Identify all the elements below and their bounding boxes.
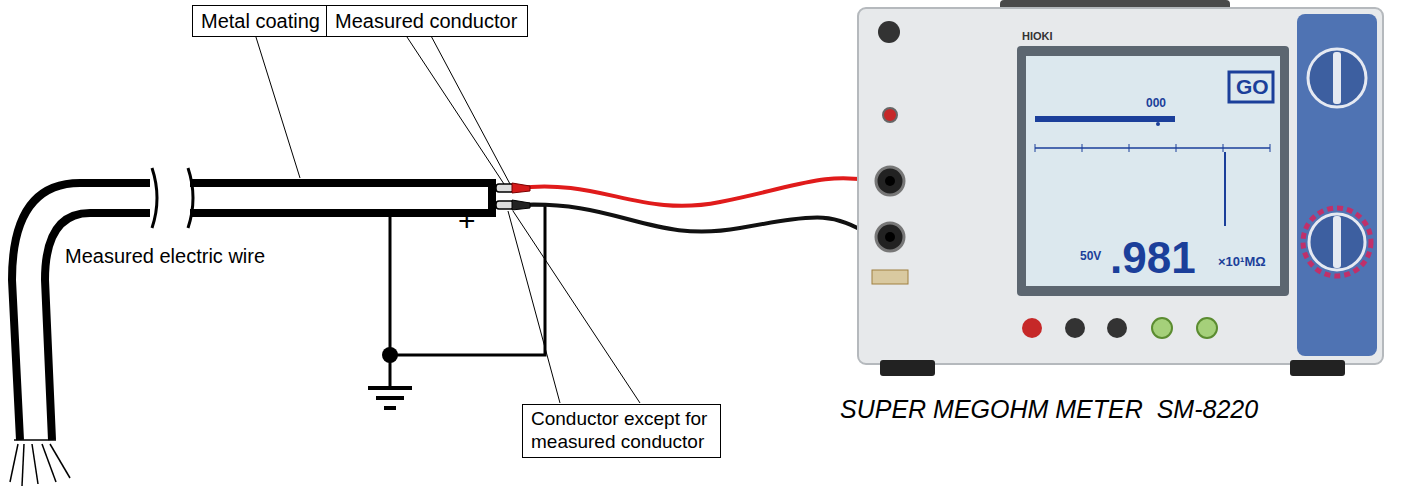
megohm-meter (1022, 318, 1042, 338)
junction-dot (382, 347, 398, 363)
leader-line (430, 34, 510, 184)
leader-line (508, 211, 560, 403)
megohm-meter (1017, 46, 1289, 296)
callout-box: Conductor except for measured conductor (522, 404, 721, 458)
megohm-meter (1035, 144, 1270, 152)
megohm-meter (858, 8, 1383, 364)
frayed-strands (10, 444, 18, 482)
break-mark (152, 168, 157, 228)
alligator-clip (512, 200, 530, 210)
judgement-indicator: GO (1236, 75, 1269, 98)
callout-box: Metal coating (192, 5, 330, 37)
ground-wire (390, 205, 545, 355)
electric-wire (12, 183, 150, 440)
ground-symbol (368, 386, 412, 390)
megohm-meter (1308, 49, 1366, 107)
megohm-meter (1082, 144, 1083, 152)
megohm-meter (1035, 116, 1175, 122)
megohm-meter (876, 223, 904, 251)
megohm-meter (1229, 72, 1273, 102)
megohm-meter (1333, 52, 1341, 104)
conductor-end (496, 201, 514, 209)
leader-line (513, 211, 640, 403)
megohm-meter (1224, 152, 1226, 226)
leader-line (255, 34, 640, 403)
conductor-end (496, 184, 514, 209)
megohm-meter (872, 270, 908, 284)
megohm-meter (883, 108, 897, 122)
megohm-meter (880, 360, 935, 376)
display-value: .981 (1110, 234, 1196, 282)
megohm-meter (878, 21, 900, 43)
megohm-meter (1297, 14, 1377, 356)
wire-label: Measured electric wire (65, 245, 265, 267)
megohm-meter (1333, 216, 1341, 268)
red-test-lead (518, 178, 876, 206)
display-unit: ×10¹MΩ (1218, 255, 1266, 269)
conductor-end (496, 184, 514, 192)
megohm-meter (1065, 318, 1085, 338)
break-mark (188, 168, 193, 228)
leader-line (405, 34, 504, 184)
electric-wire (488, 179, 496, 217)
frayed-strands (32, 444, 38, 484)
callout-text: Metal coating (201, 9, 321, 33)
megohm-meter (1035, 144, 1036, 152)
frayed-strands (14, 439, 56, 441)
megohm-meter (876, 167, 904, 195)
leader-line (255, 34, 300, 178)
megohm-meter (1152, 318, 1172, 338)
megohm-meter (885, 232, 895, 242)
ground-symbol (384, 406, 396, 410)
frayed-strands (22, 444, 24, 486)
black-test-lead (518, 205, 876, 237)
ground-symbol (376, 396, 404, 400)
frayed-strands (50, 444, 70, 478)
alligator-clip (512, 183, 530, 193)
alligator-clip (512, 183, 530, 210)
megohm-meter (1290, 360, 1345, 376)
megohm-meter (1197, 318, 1217, 338)
megohm-meter (1129, 144, 1130, 152)
megohm-meter (858, 0, 1383, 376)
callout-text: Measured conductor (335, 9, 519, 33)
megohm-meter (1107, 318, 1127, 338)
megohm-meter (885, 176, 895, 186)
megohm-meter (1035, 147, 1270, 149)
brand-name: HIOKI (1022, 30, 1053, 42)
figure-caption: SUPER MEGOHM METER SM-8220 (840, 396, 1258, 424)
megohm-meter (1026, 56, 1280, 286)
electric-wire (12, 179, 492, 440)
megohm-meter (1176, 144, 1177, 152)
megohm-meter (1303, 208, 1371, 276)
megohm-meter (1223, 144, 1224, 152)
callout-box: Measured conductor (326, 5, 528, 37)
electric-wire (190, 179, 492, 187)
electric-wire (190, 209, 492, 217)
polarity-sign: − (458, 164, 476, 197)
break-mark (152, 168, 193, 228)
ground-symbol (368, 388, 412, 408)
ground-wire (390, 205, 545, 386)
megohm-meter (1309, 214, 1365, 270)
callout-text: Conductor except for measured conductor (531, 408, 711, 454)
frayed-strands (10, 440, 70, 486)
test-voltage: 50V (1080, 250, 1101, 263)
megohm-meter (1156, 122, 1160, 126)
display-reading: 000 (1146, 97, 1166, 110)
megohm-meter (1270, 144, 1271, 152)
polarity-sign: + (458, 204, 476, 237)
